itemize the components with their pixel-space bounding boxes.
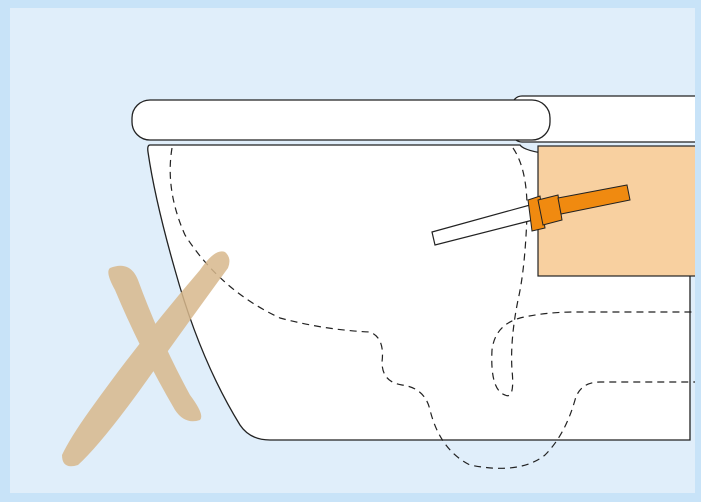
orange-inlet-pipe	[557, 184, 631, 215]
toilet-seat-lid	[131, 99, 551, 141]
trapway-hidden-outline	[169, 147, 695, 469]
orange-coupling-collar	[537, 194, 563, 226]
diagram-panel	[10, 8, 695, 493]
incorrect-cross-mark	[62, 251, 230, 467]
toilet-diagram	[62, 95, 695, 469]
